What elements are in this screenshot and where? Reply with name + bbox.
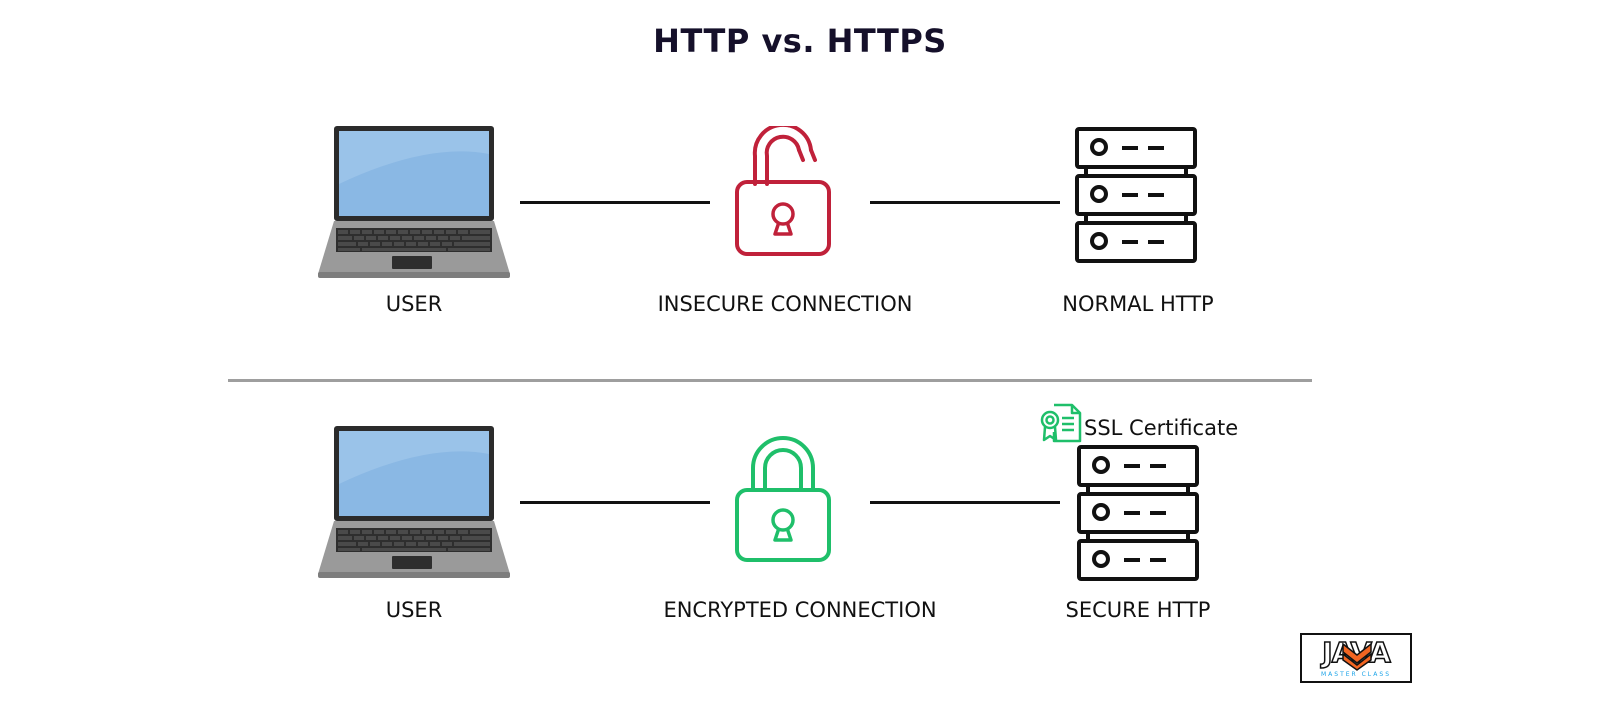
user-label: USER (385, 292, 443, 316)
connection-line-right (870, 501, 1060, 504)
laptop-icon (318, 426, 510, 578)
laptop-icon (318, 126, 510, 278)
ssl-certificate: SSL Certificate (1040, 402, 1238, 444)
logo-chevron-icon (1342, 642, 1372, 671)
normal-http-label: NORMAL HTTP (1062, 292, 1214, 316)
connection-line-right (870, 201, 1060, 204)
java-master-class-logo: JAVA MASTER CLASS (1300, 633, 1412, 683)
encrypted-connection-label: ENCRYPTED CONNECTION (663, 598, 937, 622)
divider (228, 379, 1312, 382)
http-row: USER INSECURE CONNECTION NORMAL HTTP (0, 120, 1600, 380)
logo-subtitle: MASTER CLASS (1320, 671, 1391, 678)
secure-http-label: SECURE HTTP (1065, 598, 1211, 622)
ssl-certificate-label: SSL Certificate (1084, 416, 1239, 440)
connection-line-left (520, 201, 710, 204)
connection-line-left (520, 501, 710, 504)
server-icon (1075, 127, 1197, 263)
user-label: USER (385, 598, 443, 622)
https-row: USER ENCRYPTED CONNECTION SECURE HTTP (0, 420, 1600, 680)
server-icon (1077, 445, 1199, 581)
page-title: HTTP vs. HTTPS (653, 22, 947, 60)
certificate-icon (1040, 403, 1082, 443)
unlocked-padlock-icon (735, 126, 831, 256)
insecure-connection-label: INSECURE CONNECTION (657, 292, 913, 316)
locked-padlock-icon (735, 436, 831, 562)
